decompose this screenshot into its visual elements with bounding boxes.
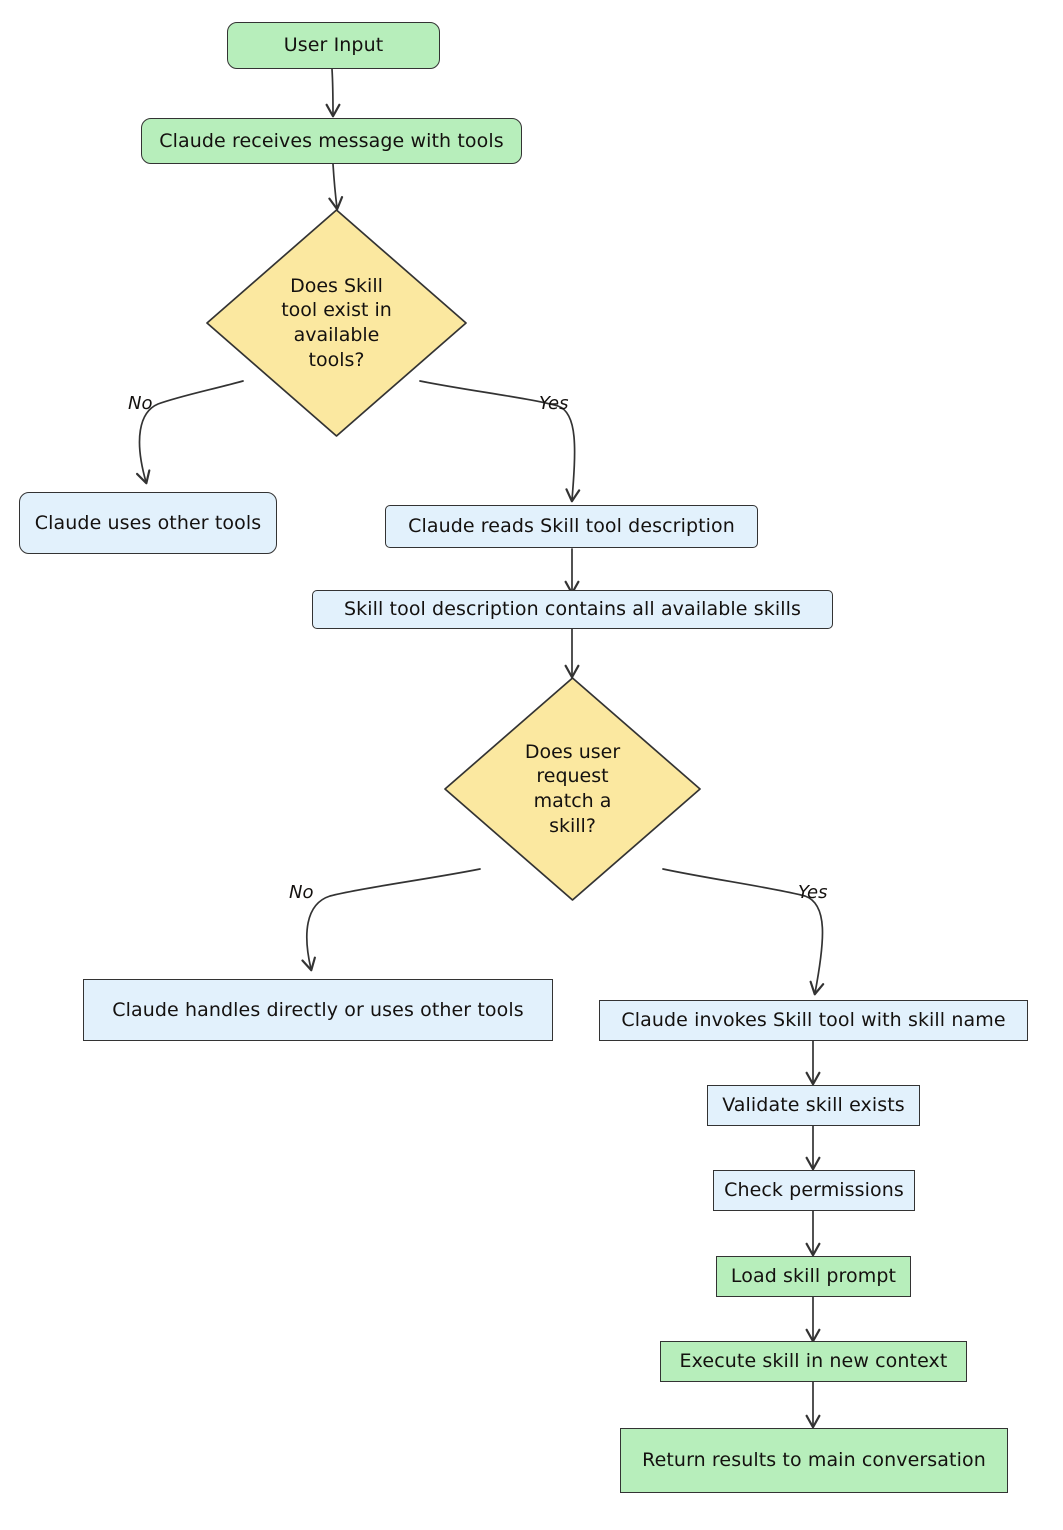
node-execute-skill-in-new-context-label: Execute skill in new context	[679, 1350, 948, 1373]
node-does-skill-tool-exist[interactable]: Does Skill tool exist in available tools…	[205, 208, 468, 438]
node-execute-skill-in-new-context[interactable]: Execute skill in new context	[660, 1341, 967, 1382]
node-claude-invokes-skill-tool-label: Claude invokes Skill tool with skill nam…	[621, 1009, 1006, 1032]
node-user-input-label: User Input	[283, 34, 384, 57]
node-claude-receives-message[interactable]: Claude receives message with tools	[141, 118, 522, 164]
node-return-results-to-main-conversation[interactable]: Return results to main conversation	[620, 1428, 1008, 1493]
edge-decision1-no-to-uses-other-tools	[135, 380, 244, 485]
edge-user-input-to-receives-message	[325, 68, 341, 118]
diamond-shape-1	[206, 209, 467, 437]
node-skill-tool-description-contains-label: Skill tool description contains all avai…	[344, 598, 801, 621]
node-user-input[interactable]: User Input	[227, 22, 440, 69]
node-claude-reads-skill-tool-description[interactable]: Claude reads Skill tool description	[385, 505, 758, 548]
node-claude-uses-other-tools[interactable]: Claude uses other tools	[19, 492, 277, 554]
node-skill-tool-description-contains[interactable]: Skill tool description contains all avai…	[312, 590, 833, 629]
node-claude-receives-message-label: Claude receives message with tools	[159, 129, 504, 152]
node-validate-skill-exists-label: Validate skill exists	[722, 1094, 905, 1117]
node-claude-uses-other-tools-label: Claude uses other tools	[34, 511, 262, 534]
node-claude-reads-skill-tool-description-label: Claude reads Skill tool description	[408, 515, 735, 538]
edge-receives-message-to-decision1	[328, 163, 344, 211]
edge-decision2-no-to-handles-directly	[301, 868, 481, 972]
edge-label-decision2-yes: Yes	[798, 882, 828, 903]
node-claude-invokes-skill-tool[interactable]: Claude invokes Skill tool with skill nam…	[599, 1000, 1028, 1041]
edge-decision2-yes-to-invokes-skill-tool	[662, 868, 825, 996]
edge-decision1-yes-to-reads-description	[419, 380, 581, 503]
node-validate-skill-exists[interactable]: Validate skill exists	[707, 1085, 920, 1126]
diamond-shape-2	[444, 677, 701, 901]
node-check-permissions-label: Check permissions	[724, 1179, 904, 1202]
edge-label-decision1-yes: Yes	[539, 393, 569, 414]
node-check-permissions[interactable]: Check permissions	[713, 1170, 915, 1211]
node-load-skill-prompt[interactable]: Load skill prompt	[716, 1256, 911, 1297]
node-load-skill-prompt-label: Load skill prompt	[730, 1265, 897, 1288]
node-claude-handles-directly-label: Claude handles directly or uses other to…	[112, 998, 524, 1021]
edge-label-decision1-no: No	[128, 393, 153, 414]
node-claude-handles-directly[interactable]: Claude handles directly or uses other to…	[83, 979, 553, 1041]
node-does-user-request-match-skill[interactable]: Does user request match a skill?	[443, 676, 702, 902]
edge-label-decision2-no: No	[289, 882, 314, 903]
node-return-results-to-main-conversation-label: Return results to main conversation	[642, 1449, 986, 1472]
